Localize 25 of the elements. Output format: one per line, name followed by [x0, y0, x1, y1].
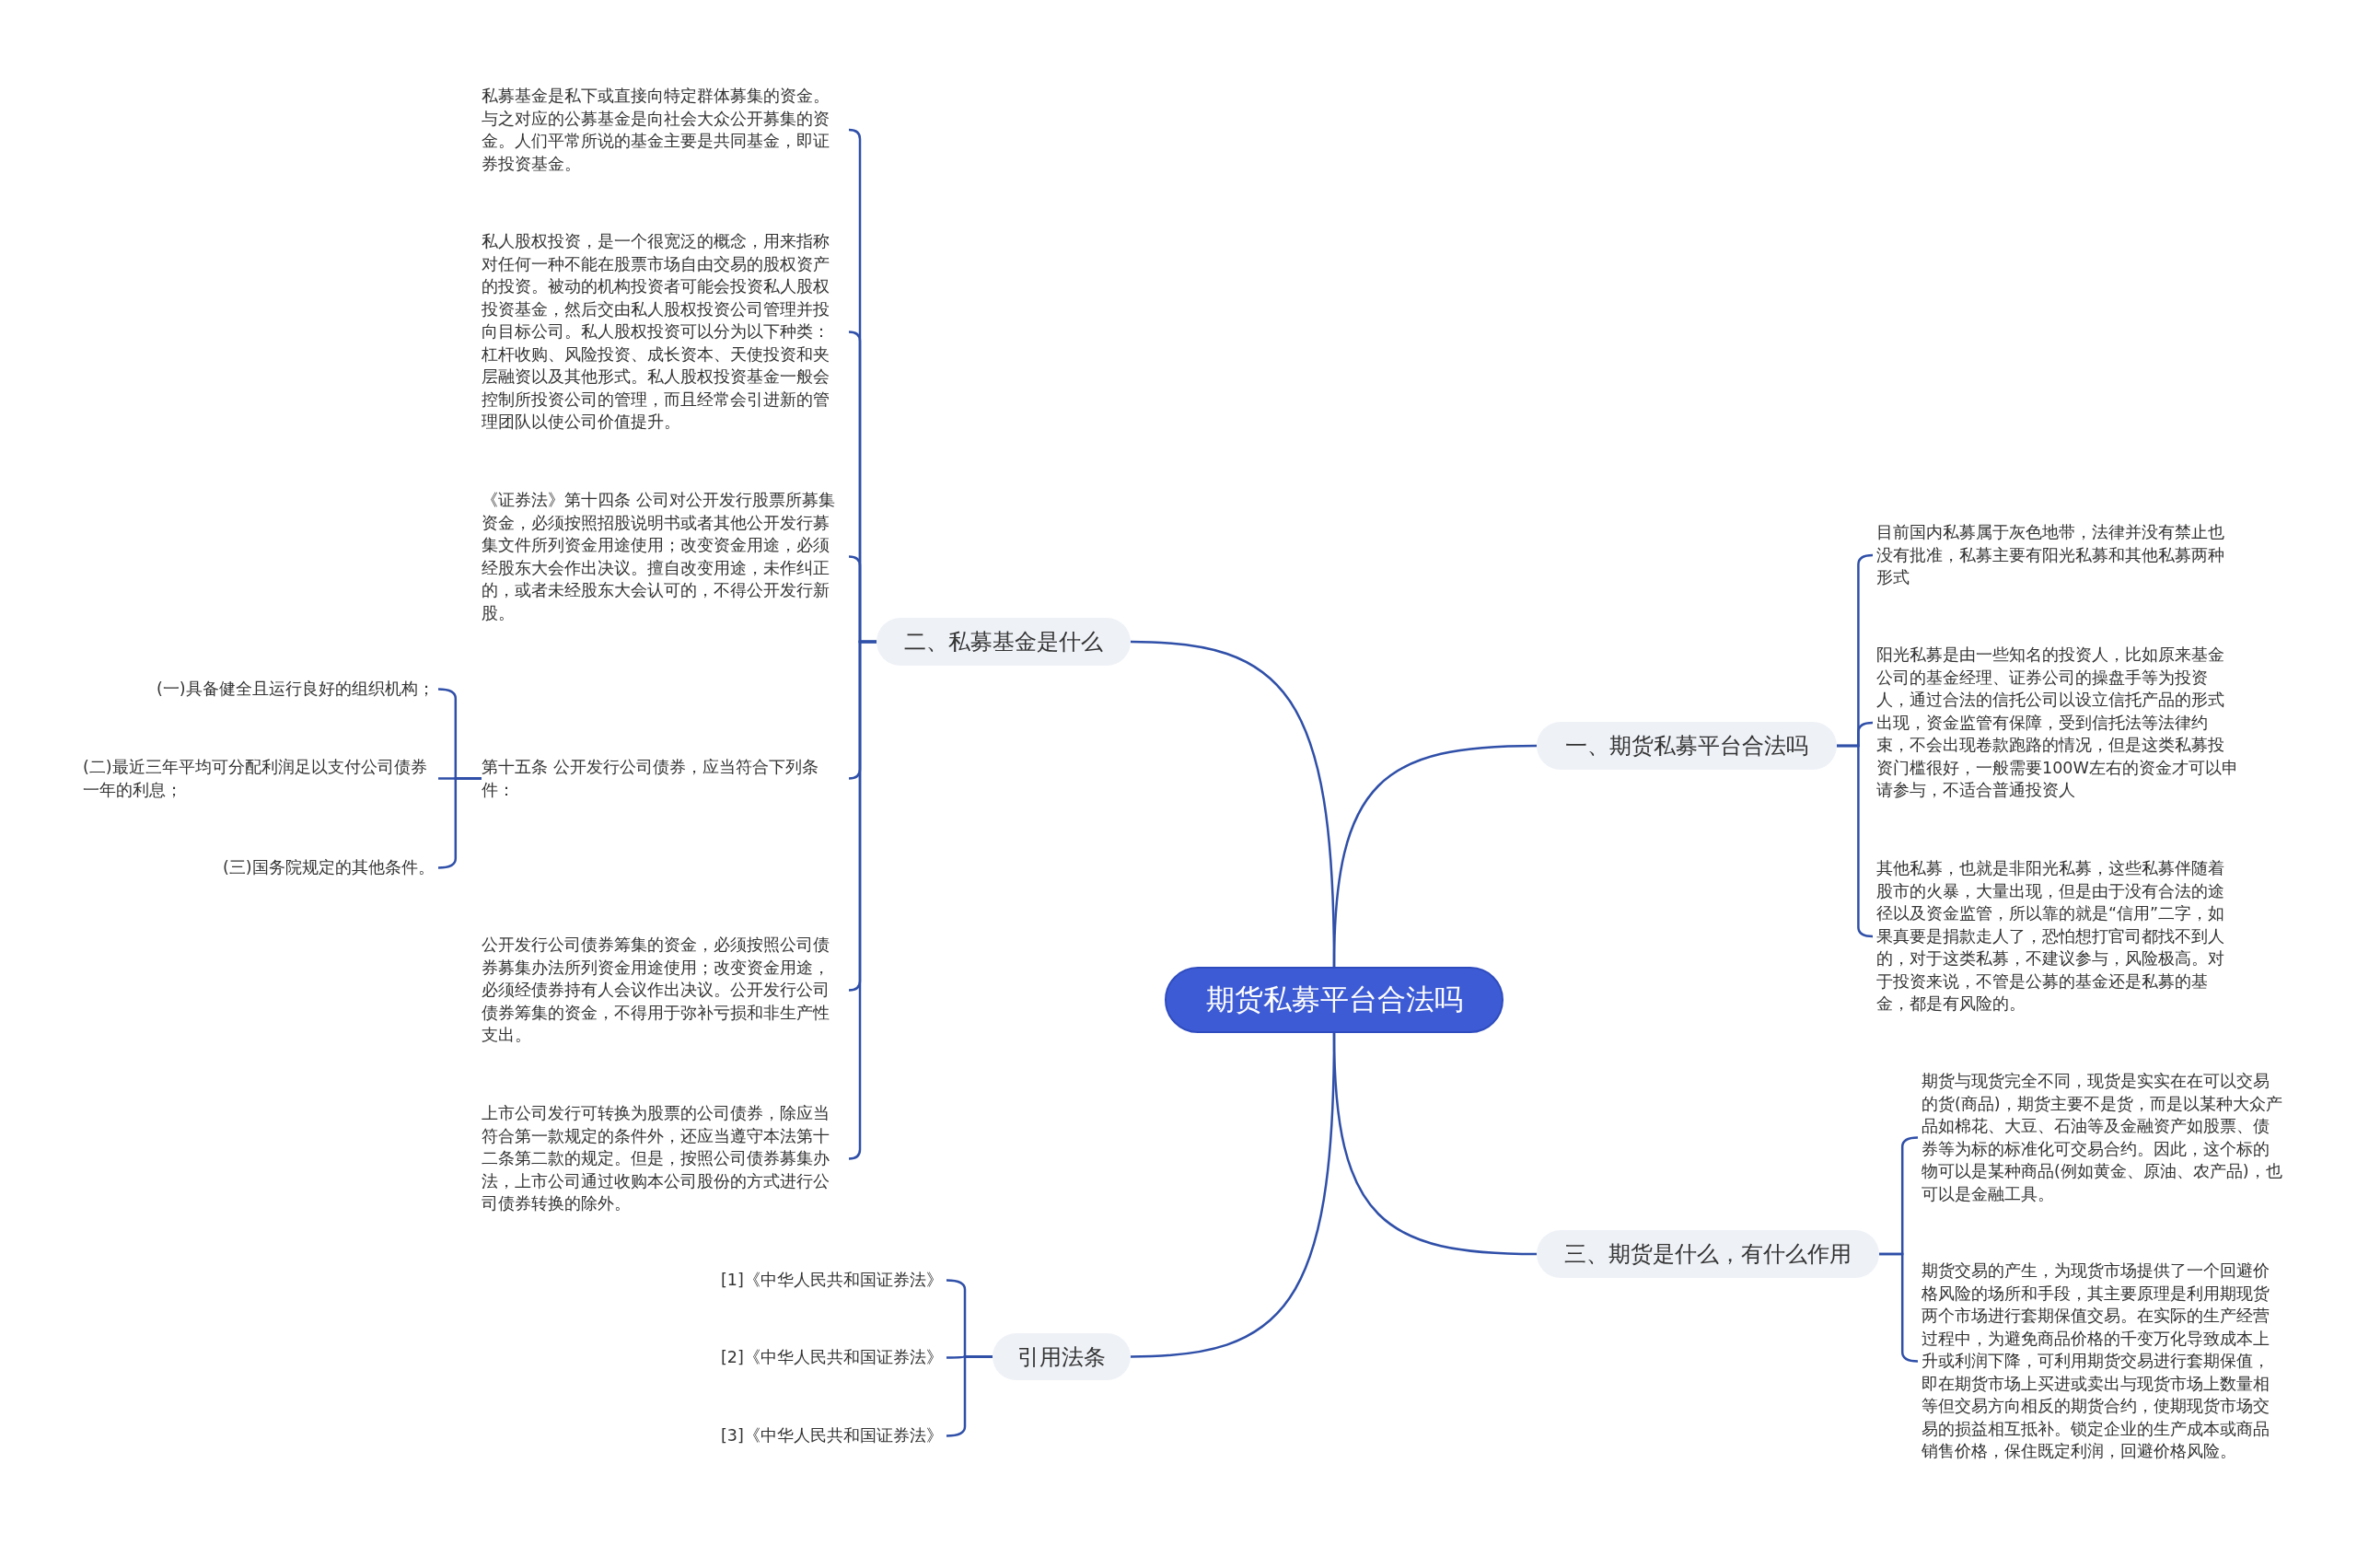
central-topic: 期货私募平台合法吗 — [1165, 967, 1504, 1033]
note-text: 期货交易的产生，为现货市场提供了一个回避价格风险的场所和手段，其主要原理是利用期现货两个市场进行套期保值交易。在实际的生产经营过程中，为避免商品价格的千变万化导致成本上升或利润下降，可利用期货交易进行套期保值，即在期货市场上买进或卖出与现货市场上数量相等但交易方向相反的期货合约，使期现货市场交易的损益相互抵补。锁定企业的生产成本或商品销售价格，保住既定利润，回避价格风险。 — [1922, 1260, 2285, 1463]
note-text: [1]《中华人民共和国证券法》 — [721, 1269, 943, 1292]
note-text: 期货与现货完全不同，现货是实实在在可以交易的货(商品)，期货主要不是货，而是以某种大众产品如棉花、大豆、石油等及金融资产如股票、债券等为标的标准化可交易合约。因此，这个标的物可以是某种商品(例如黄金、原油、农产品)，也可以是金融工具。 — [1922, 1070, 2285, 1205]
note-text: (三)国务院规定的其他条件。 — [223, 856, 435, 879]
note-text: [3]《中华人民共和国证券法》 — [721, 1424, 943, 1447]
connector-line — [848, 640, 877, 1160]
note-text: 第十五条 公开发行公司债券，应当符合下列条件： — [482, 756, 845, 801]
note-text: 公开发行公司债券筹集的资金，必须按照公司债券募集办法所列资金用途使用；改变资金用途，必须经债券持有人会议作出决议。公开发行公司债券筹集的资金，不得用于弥补亏损和非生产性支出。 — [482, 934, 845, 1047]
note-text: 《证券法》第十四条 公司对公开发行股票所募集资金，必须按照招股说明书或者其他公开发行募集文件所列资金用途使用；改变资金用途，必须经股东大会作出决议。擅自改变用途，未作纠正的，或者未经股东大会认可的，不得公开发行新股。 — [482, 489, 845, 624]
note-text: 目前国内私募属于灰色地带，法律并没有禁止也没有批准，私募主要有阳光私募和其他私募两种形式 — [1876, 521, 2240, 589]
connector-line — [1130, 1032, 1336, 1358]
note-text: [2]《中华人民共和国证券法》 — [721, 1346, 943, 1369]
note-text: 私人股权投资，是一个很宽泛的概念，用来指称对任何一种不能在股票市场自由交易的股权资产的投资。被动的机构投资者可能会投资私人股权投资基金，然后交由私人股权投资公司管理并投向目标公司。私人股权投资可以分为以下种类：杠杆收购、风险投资、成长资本、天使投资和夹层融资以及其他形式。私人股权投资基金一般会控制所投资公司的管理，而且经常会引进新的管理团队以使公司价值提升。 — [482, 230, 845, 434]
note-text: 私募基金是私下或直接向特定群体募集的资金。与之对应的公募基金是向社会大众公开募集的资金。人们平常所说的基金主要是共同基金，即证券投资基金。 — [482, 85, 845, 175]
topic-box: 三、期货是什么，有什么作用 — [1537, 1230, 1879, 1278]
note-text: 其他私募，也就是非阳光私募，这些私募伴随着股市的火暴，大量出现，但是由于没有合法的途径以及资金监管，所以靠的就是“信用”二字，如果真要是捐款走人了，恐怕想打官司都找不到人的，对于这类私募，不建议参与，风险极高。对于投资来说，不管是公募的基金还是私募的基金，都是有风险的。 — [1876, 857, 2240, 1016]
connector-line — [1130, 640, 1336, 968]
topic-box: 引用法条 — [993, 1333, 1131, 1380]
topic-box: 一、期货私募平台合法吗 — [1537, 722, 1837, 770]
note-text: 上市公司发行可转换为股票的公司债券，除应当符合第一款规定的条件外，还应当遵守本法第十二条第二款的规定。但是，按照公司债券募集办法，上市公司通过收购本公司股份的方式进行公司债券转换的除外。 — [482, 1102, 845, 1215]
note-text: (一)具备健全且运行良好的组织机构； — [157, 678, 435, 701]
topic-box: 二、私募基金是什么 — [877, 618, 1131, 666]
note-text: (二)最近三年平均可分配利润足以支付公司债券一年的利息； — [83, 756, 435, 801]
note-text: 阳光私募是由一些知名的投资人，比如原来基金公司的基金经理、证券公司的操盘手等为投资人，通过合法的信托公司以设立信托产品的形式出现，资金监管有保障，受到信托法等法律约束，不会出现卷款跑路的情况，但是这类私募投资门槛很好，一般需要100W左右的资金才可以申请参与，不适合普通投资人 — [1876, 644, 2240, 802]
